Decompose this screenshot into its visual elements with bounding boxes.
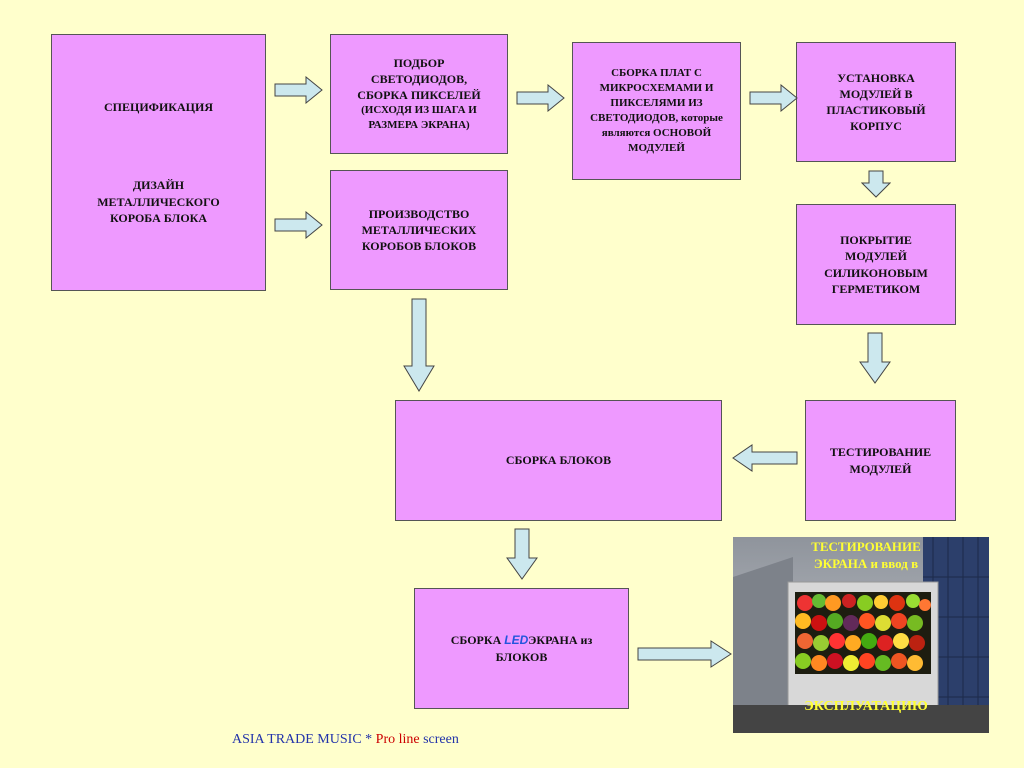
module-testing-box: ТЕСТИРОВАНИЕ МОДУЛЕЙ	[805, 400, 956, 521]
led-screen-line-1: СБОРКА LEDЭКРАНА из	[451, 632, 593, 648]
arrow-down-icon	[403, 298, 435, 392]
silicone-coating-box: ПОКРЫТИЕ МОДУЛЕЙ СИЛИКОНОВЫМ ГЕРМЕТИКОМ	[796, 204, 956, 325]
box-line: ПИКСЕЛЯМИ ИЗ	[610, 97, 703, 110]
box-line: МОДУЛЕЙ	[628, 141, 685, 154]
footer-part: screen	[419, 732, 459, 747]
design-label-2: МЕТАЛЛИЧЕСКОГО	[97, 194, 220, 209]
box-line: ПРОИЗВОДСТВО	[368, 206, 470, 221]
caption-line: ЭКРАНА и ввод в	[813, 555, 919, 571]
box-line: СИЛИКОНОВЫМ	[824, 265, 928, 280]
box-line: МОДУЛЕЙ	[845, 249, 907, 264]
arrow-right-icon	[516, 84, 565, 112]
box-line: СБОРКА ПИКСЕЛЕЙ	[357, 88, 481, 103]
arrow-down-icon	[859, 332, 891, 384]
module-install-box: УСТАНОВКА МОДУЛЕЙ В ПЛАСТИКОВЫЙ КОРПУС	[796, 42, 956, 162]
led-screen-assembly-box: СБОРКА LEDЭКРАНА из БЛОКОВ	[414, 588, 629, 709]
specification-box: СПЕЦИФИКАЦИЯ ДИЗАЙН МЕТАЛЛИЧЕСКОГО КОРОБ…	[51, 34, 266, 291]
led-post: ЭКРАНА из	[528, 633, 593, 648]
footer-part: Pro line	[375, 732, 420, 747]
block-assembly-box: СБОРКА БЛОКОВ	[395, 400, 722, 521]
arrow-down-icon	[861, 170, 891, 198]
spec-label: СПЕЦИФИКАЦИЯ	[103, 100, 213, 115]
building-illustration	[733, 537, 989, 733]
box-line: ПОКРЫТИЕ	[840, 233, 912, 248]
footer-part: ASIA TRADE MUSIC *	[232, 732, 376, 747]
design-label-1: ДИЗАЙН	[132, 178, 185, 193]
box-line: ГЕРМЕТИКОМ	[831, 281, 921, 296]
box-line: (ИСХОДЯ ИЗ ШАГА И	[361, 104, 477, 117]
led-pre: СБОРКА	[450, 633, 505, 648]
arrow-right-icon	[637, 640, 732, 668]
box-line: УСТАНОВКА	[837, 70, 915, 85]
boards-assembly-box: СБОРКА ПЛАТ С МИКРОСХЕМАМИ И ПИКСЕЛЯМИ И…	[572, 42, 741, 180]
box-line: КОРПУС	[850, 119, 902, 134]
box-line: МОДУЛЕЙ В	[839, 86, 913, 101]
arrow-down-icon	[506, 528, 538, 580]
arrow-right-icon	[274, 211, 323, 239]
box-line: ПЛАСТИКОВЫЙ	[826, 103, 926, 117]
box-line: ПОДБОР	[393, 55, 445, 70]
box-line: являются ОСНОВОЙ	[601, 126, 712, 139]
arrow-right-icon	[274, 76, 323, 104]
box-line: СБОРКА БЛОКОВ	[505, 453, 612, 468]
box-line: РАЗМЕРА ЭКРАНА)	[368, 119, 470, 132]
box-line: БЛОКОВ	[495, 649, 548, 664]
photo-caption-bottom: ЭКСПЛУАТАЦИЮ	[804, 699, 928, 714]
led-selection-box: ПОДБОР СВЕТОДИОДОВ, СБОРКА ПИКСЕЛЕЙ (ИСХ…	[330, 34, 508, 154]
screen-installation-photo: ТЕСТИРОВАНИЕ ЭКРАНА и ввод в ЭКСПЛУАТАЦИ…	[733, 537, 989, 733]
box-line: СБОРКА ПЛАТ С	[611, 67, 702, 80]
photo-caption-top: ТЕСТИРОВАНИЕ ЭКРАНА и ввод в	[791, 539, 941, 573]
footer-brand: ASIA TRADE MUSIC * Pro line screen	[232, 732, 459, 748]
box-line: ТЕСТИРОВАНИЕ	[829, 445, 932, 460]
caption-line: ТЕСТИРОВАНИЕ	[811, 539, 921, 554]
box-line: КОРОБОВ БЛОКОВ	[361, 239, 477, 254]
box-line: СВЕТОДИОДОВ,	[370, 72, 468, 87]
design-label-3: КОРОБА БЛОКА	[109, 210, 208, 225]
box-line: СВЕТОДИОДОВ, которые	[590, 112, 723, 124]
metal-production-box: ПРОИЗВОДСТВО МЕТАЛЛИЧЕСКИХ КОРОБОВ БЛОКО…	[330, 170, 508, 290]
box-line: МЕТАЛЛИЧЕСКИХ	[361, 222, 477, 237]
arrow-right-icon	[749, 84, 798, 112]
fruit-display	[795, 594, 931, 671]
box-line: МИКРОСХЕМАМИ И	[599, 82, 714, 95]
led-word: LED	[504, 633, 529, 648]
box-line: МОДУЛЕЙ	[849, 461, 912, 476]
arrow-left-icon	[732, 444, 798, 472]
